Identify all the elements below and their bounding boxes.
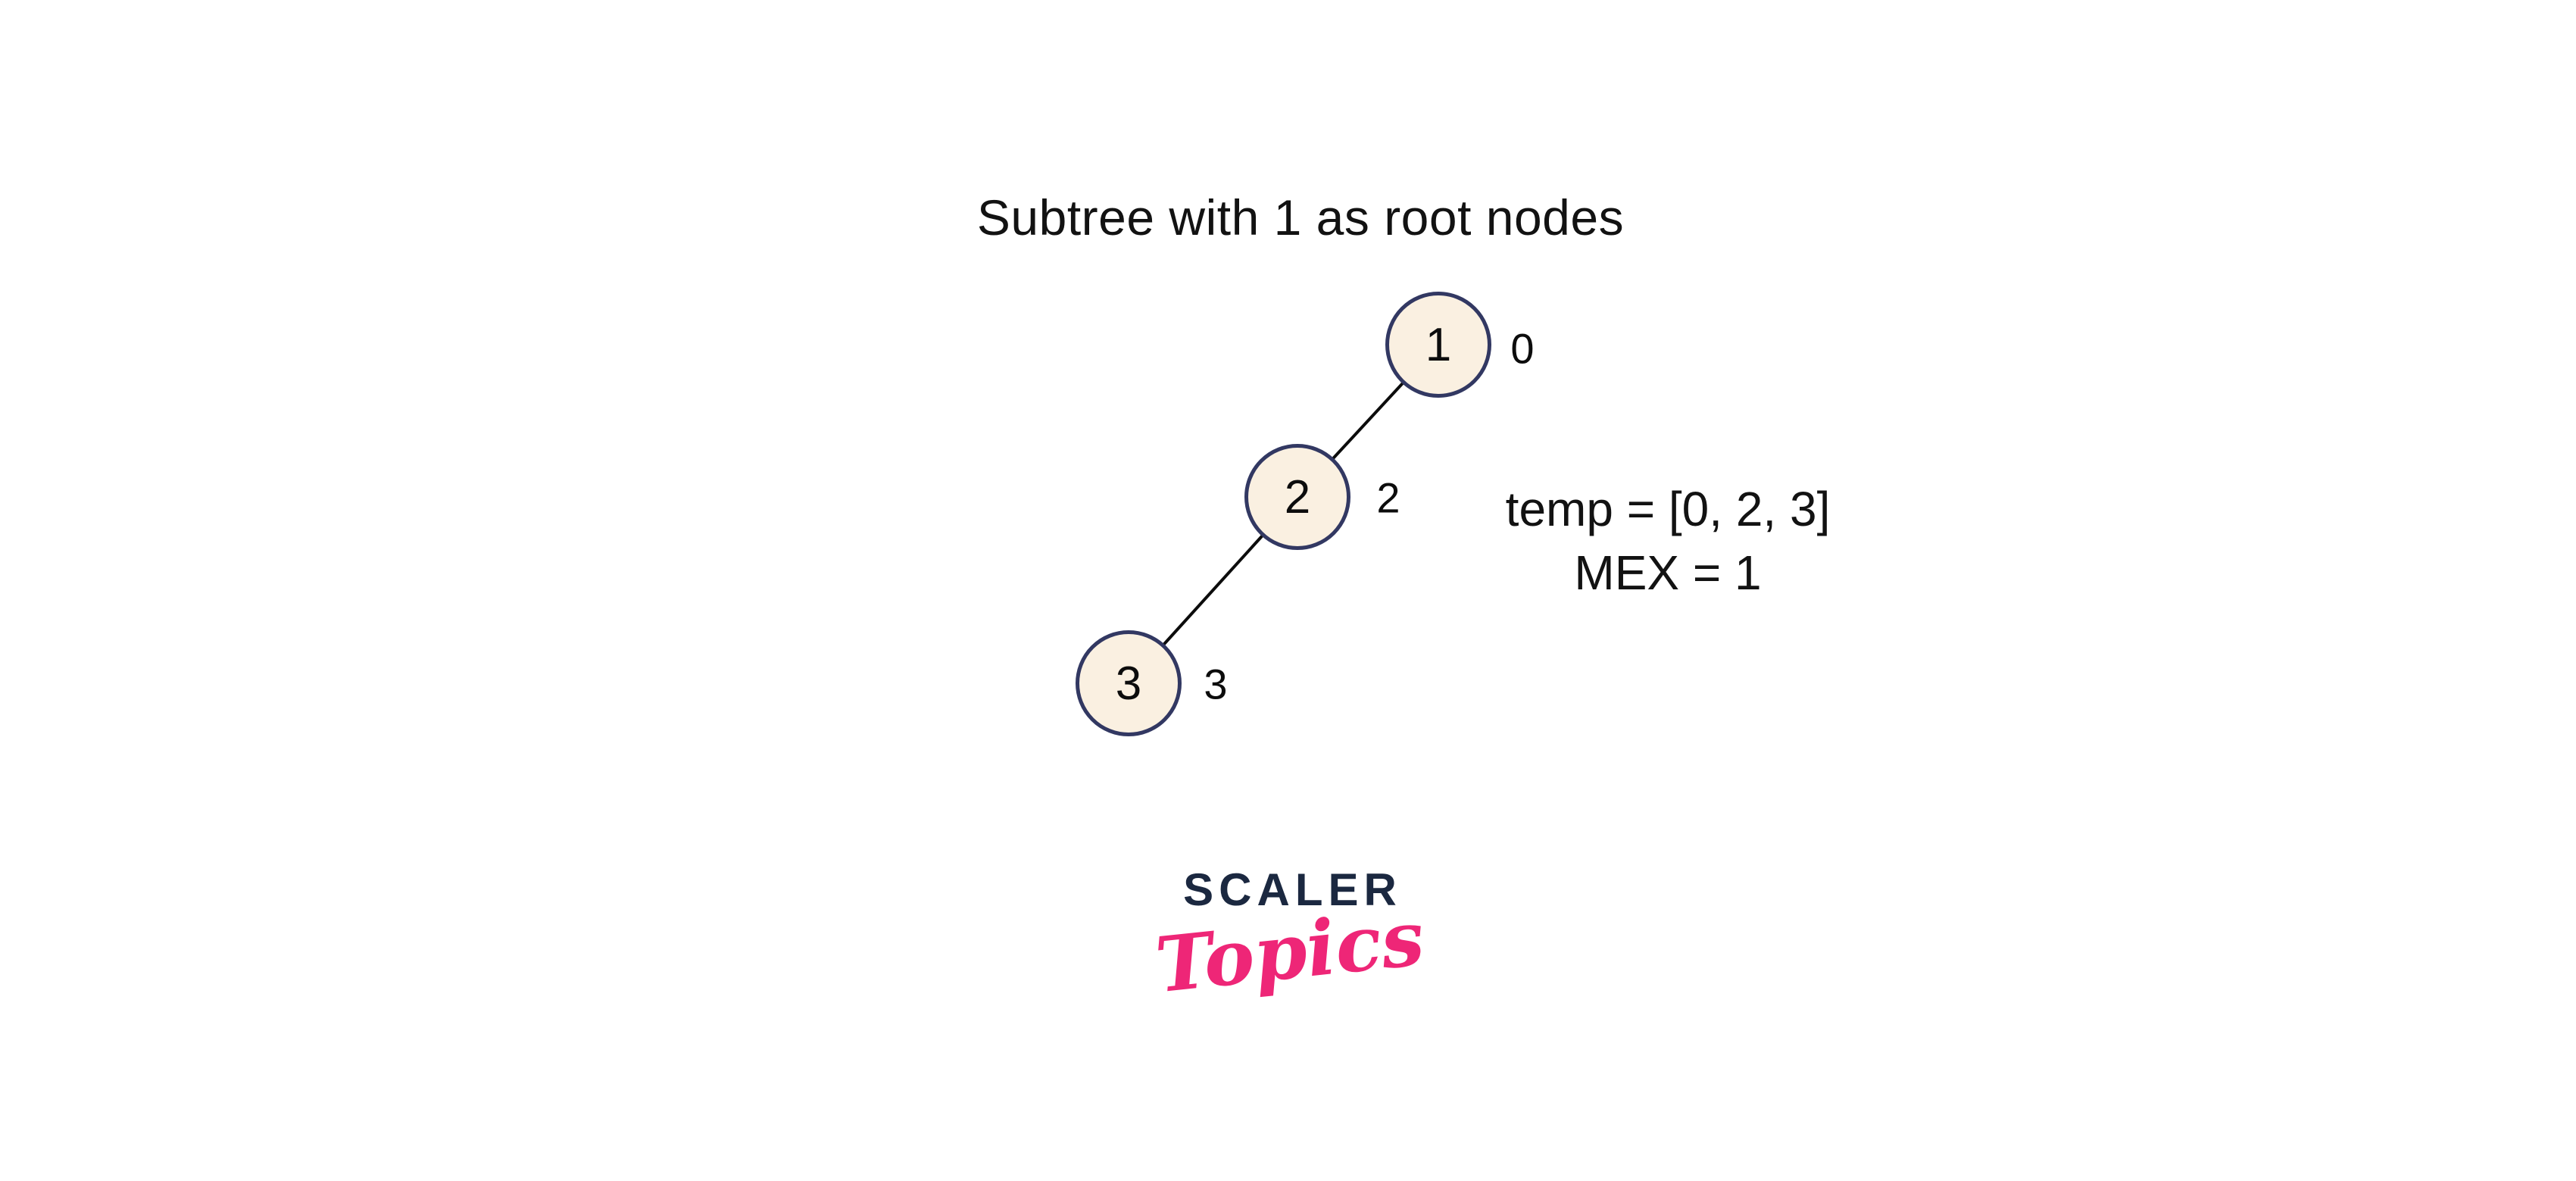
scaler-topics-logo: SCALER Topics [1151, 864, 1428, 1010]
node-1-order-label: 0 [1510, 324, 1535, 373]
tree-node-2-value: 2 [1284, 470, 1311, 523]
tree-node-1-value: 1 [1425, 318, 1452, 371]
node-2-order-label: 2 [1376, 473, 1400, 522]
calc-annotation: temp = [0, 2, 3] MEX = 1 [1506, 477, 1831, 605]
calc-temp-line: temp = [0, 2, 3] [1505, 482, 1831, 536]
node-3-order-label: 3 [1204, 660, 1228, 708]
tree-node-3-value: 3 [1115, 657, 1142, 710]
calc-mex-line: MEX = 1 [1574, 545, 1762, 600]
tree-node-2: 2 [1244, 444, 1350, 550]
tree-node-1: 1 [1385, 292, 1491, 398]
diagram-title: Subtree with 1 as root nodes [976, 189, 1625, 245]
logo-brand-text: SCALER [1183, 864, 1402, 915]
tree-node-3: 3 [1076, 630, 1182, 736]
